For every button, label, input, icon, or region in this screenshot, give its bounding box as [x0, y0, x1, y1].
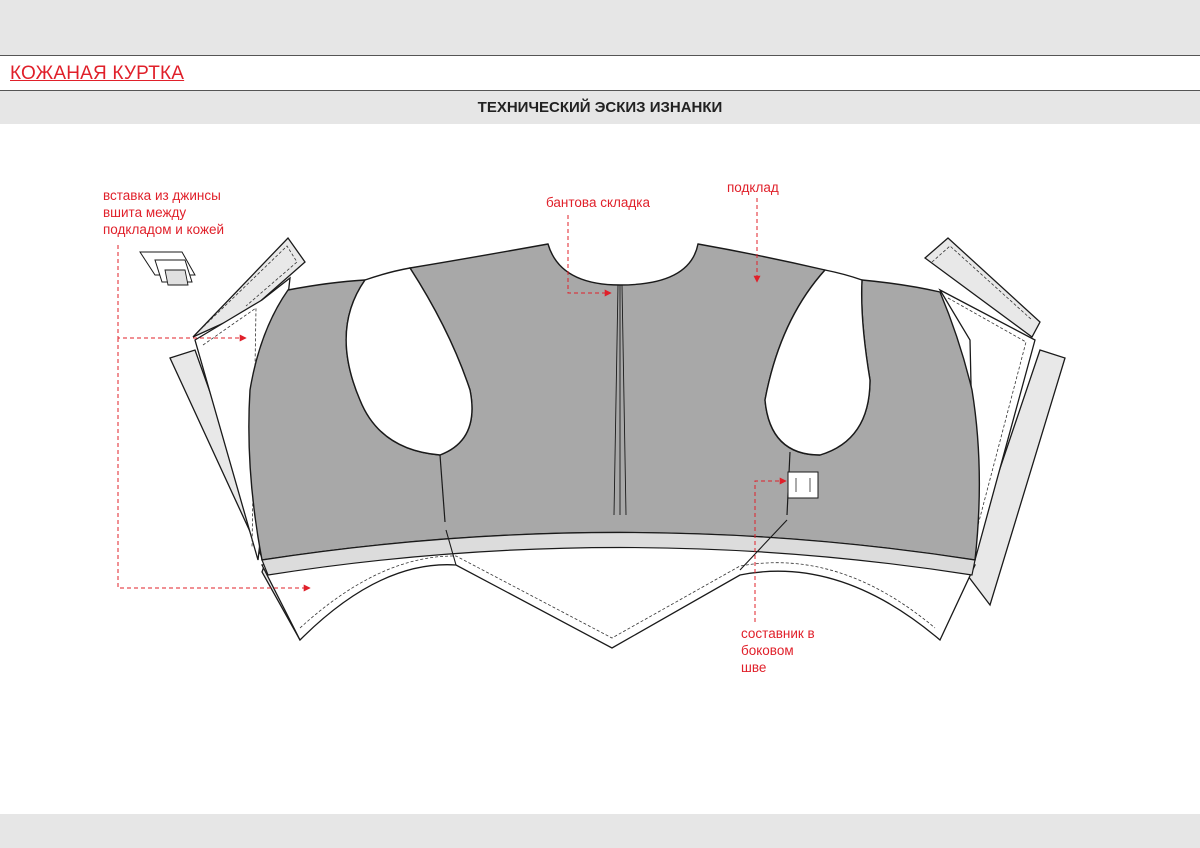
title-row: КОЖАНАЯ КУРТКА: [0, 56, 1200, 91]
hem-side-right: [739, 519, 788, 571]
hem-side-left: [445, 529, 457, 566]
right-facing-stitch: [931, 245, 1033, 321]
box-pleat-note: бантова складка: [546, 195, 650, 210]
box-pleat: [613, 284, 627, 516]
side-seam-label-line-1: составник в: [741, 626, 815, 641]
left-side-seam: [439, 454, 446, 523]
denim-insert-line-3: подкладом и кожей: [103, 222, 225, 237]
right-front-stitch: [947, 297, 1027, 549]
lining-note: подклад: [727, 180, 779, 195]
care-label: [787, 471, 819, 499]
denim-insert-line-2: вшита между: [103, 205, 187, 220]
side-seam-label-note: составник в боковом шве: [741, 625, 815, 676]
sketch-title: ТЕХНИЧЕСКИЙ ЭСКИЗ ИЗНАНКИ: [477, 99, 723, 116]
left-facing-stitch: [199, 245, 298, 331]
denim-insert-detail-icon: [139, 251, 196, 286]
pleat-leader: [567, 215, 612, 297]
document-title: КОЖАНАЯ КУРТКА: [10, 63, 185, 84]
side-seam-label-line-3: шве: [741, 660, 767, 675]
hem-band: [261, 531, 976, 576]
top-band: [0, 0, 1200, 56]
denim-insert-note: вставка из джинсы вшита между подкладом …: [103, 187, 224, 238]
side-seam-label-line-2: боковом: [741, 643, 794, 658]
label-leader: [754, 477, 787, 622]
right-facing-panel: [923, 237, 1041, 338]
left-front-stitch: [202, 307, 257, 549]
left-armhole: [345, 267, 473, 456]
hem-stitch: [299, 555, 936, 639]
denim-insert-line-1: вставка из джинсы: [103, 188, 221, 203]
subtitle-row: ТЕХНИЧЕСКИЙ ЭСКИЗ ИЗНАНКИ: [0, 91, 1200, 124]
denim-leader-2: [117, 338, 311, 592]
bottom-band: [0, 814, 1200, 848]
right-armhole: [764, 269, 871, 456]
